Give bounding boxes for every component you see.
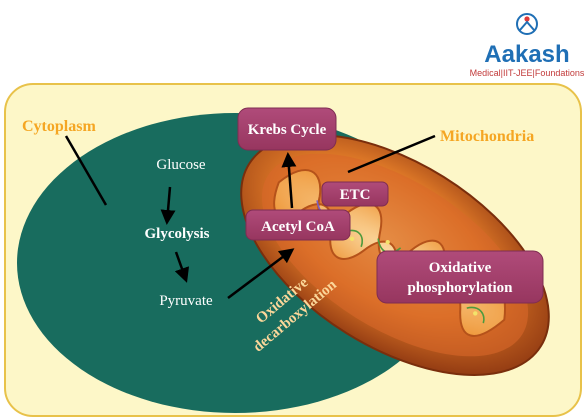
krebs-cycle-text: Krebs Cycle bbox=[248, 122, 327, 138]
arrow-glucose-glycolysis bbox=[160, 186, 176, 225]
etc-text: ETC bbox=[340, 187, 371, 203]
arrow-pyruvate-acetyl bbox=[227, 248, 295, 299]
oxidative-phosphorylation-box: Oxidative phosphorylation bbox=[376, 250, 544, 304]
acetyl-coa-box: Acetyl CoA bbox=[245, 209, 351, 241]
brand-name: Aakash bbox=[484, 41, 569, 68]
brand-tagline: Medical|IIT-JEE|Foundations bbox=[470, 68, 585, 78]
mitochondria-pointer bbox=[347, 134, 436, 174]
etc-box: ETC bbox=[321, 181, 389, 207]
oxidative-phosphorylation-line2: phosphorylation bbox=[407, 280, 513, 296]
krebs-cycle-box: Krebs Cycle bbox=[237, 107, 337, 151]
glucose-label: Glucose bbox=[156, 157, 205, 173]
mitochondria-label: Mitochondria bbox=[440, 128, 534, 145]
glycolysis-label: Glycolysis bbox=[144, 226, 209, 242]
cytoplasm-label: Cytoplasm bbox=[22, 118, 96, 135]
cytoplasm-pointer bbox=[64, 135, 108, 206]
aakash-logo: Aakash Medical|IIT-JEE|Foundations bbox=[470, 13, 585, 78]
aakash-emblem-icon bbox=[516, 13, 538, 35]
oxidative-phosphorylation-line1: Oxidative bbox=[429, 260, 492, 276]
acetyl-coa-text: Acetyl CoA bbox=[261, 219, 335, 235]
arrow-acetyl-krebs bbox=[281, 152, 297, 209]
pyruvate-label: Pyruvate bbox=[159, 293, 213, 309]
arrow-glycolysis-pyruvate bbox=[174, 251, 190, 283]
